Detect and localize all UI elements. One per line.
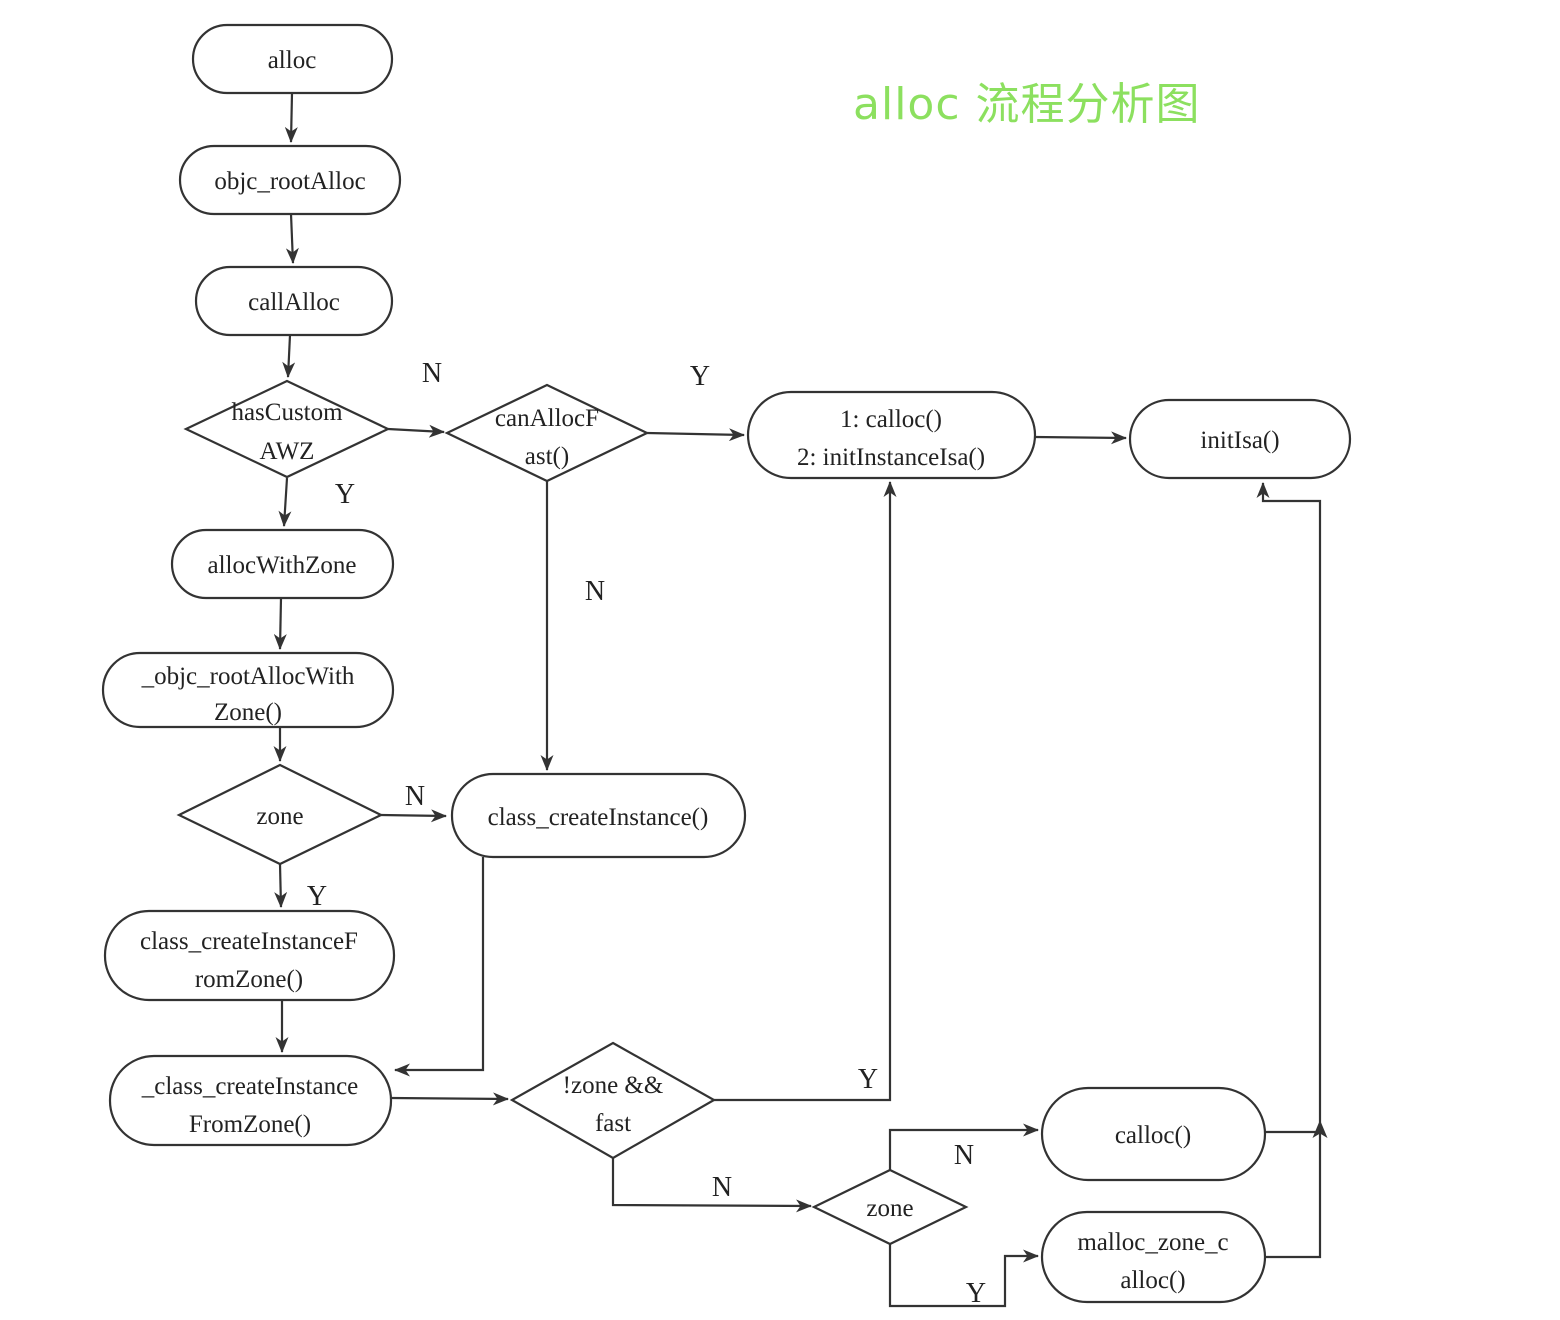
edge-zone-check-2-n-to-calloc [888,1123,1039,1170]
node-class-create-instance-from-zone-shape [103,909,396,1002]
edge-objc-root-alloc-to-call-alloc [285,213,299,264]
node-malloc-zone-calloc: malloc_zone_c alloc() [1040,1210,1267,1304]
node-has-custom-awz: hasCustom AWZ [183,379,391,479]
node-alloc-label: alloc [268,47,317,74]
node-class-create-instance-from-zone-line1: class_createInstanceF [140,928,358,955]
edge-has-custom-awz-y-to-alloc-with-zone [278,477,292,527]
node-can-alloc-fast-shape [444,383,650,483]
edge-zone-check-2-y-to-malloc-zone-calloc [888,1244,1039,1308]
node-has-custom-awz-line2: AWZ [260,438,315,465]
node-calloc-label: calloc() [1115,1122,1191,1149]
node-has-custom-awz-line1: hasCustom [231,399,343,426]
diagram-title: alloc 流程分析图 [853,79,1201,130]
node-calloc-init-instance-isa-shape [746,390,1037,480]
node-objc-root-alloc-label: objc_rootAlloc [214,168,365,195]
node-alloc-shape [191,23,394,95]
edge-label-not-zone-and-fast-n: N [712,1172,732,1203]
node-can-alloc-fast-line2: ast() [525,443,569,470]
node-class-create-instance-label: class_createInstance() [488,804,709,831]
node-alloc: alloc [191,23,394,95]
edge-calloc-init-to-init-isa [1034,431,1127,445]
edge-label-not-zone-and-fast-y: Y [858,1064,878,1095]
node-not-zone-and-fast-line2: fast [595,1110,631,1137]
node-calloc-init-instance-isa: 1: calloc() 2: initInstanceIsa() [746,390,1037,480]
edge-zone-check-n-to-class-create-instance [380,809,447,823]
edge-malloc-zone-calloc-to-init-isa [1256,482,1322,1259]
node-alloc-with-zone: allocWithZone [170,528,395,600]
node-objc-root-alloc: objc_rootAlloc [178,144,402,216]
node-underscore-class-create-instance-from-zone: _class_createInstance FromZone() [108,1054,393,1147]
node-objc-root-alloc-with-zone-line2: Zone() [214,699,282,726]
edge-underscore-from-zone-to-not-zone-and-fast [390,1092,509,1106]
node-zone-check-2-label: zone [866,1195,913,1222]
edge-can-alloc-fast-y-to-calloc-init [646,428,745,442]
edge-label-zone-check-y: Y [307,881,327,912]
node-zone-check-shape [176,763,384,866]
node-calloc-init-instance-isa-line1: 1: calloc() [840,406,942,433]
node-not-zone-and-fast-line1: !zone && [563,1072,664,1099]
edge-label-zone-check-n: N [405,781,425,812]
node-alloc-with-zone-label: allocWithZone [208,552,357,579]
edge-label-can-alloc-fast-n: N [585,576,605,607]
edge-label-has-custom-awz-y: Y [335,479,355,510]
edge-zone-check-y-to-class-create-instance-from-zone [274,863,288,908]
node-call-alloc-shape [194,265,394,337]
node-class-create-instance-from-zone: class_createInstanceF romZone() [103,909,396,1002]
node-has-custom-awz-shape [183,379,391,479]
edge-label-zone-check-2-n: N [954,1140,974,1171]
edge-label-zone-check-2-y: Y [966,1278,986,1309]
node-call-alloc-label: callAlloc [248,289,340,316]
edge-has-custom-awz-n-to-can-alloc-fast [387,424,445,438]
node-malloc-zone-calloc-line1: malloc_zone_c [1077,1229,1228,1256]
edge-label-has-custom-awz-n: N [422,358,442,389]
node-objc-root-alloc-shape [178,144,402,216]
node-underscore-class-create-instance-from-zone-shape [108,1054,393,1147]
node-class-create-instance-shape [450,772,747,859]
edge-class-create-instance-to-underscore-from-zone [394,857,485,1077]
node-not-zone-and-fast: !zone && fast [509,1041,717,1160]
node-calloc-init-instance-isa-line2: 2: initInstanceIsa() [797,444,985,471]
node-zone-check-label: zone [256,803,303,830]
node-objc-root-alloc-with-zone-line1: _objc_rootAllocWith [141,663,355,690]
node-class-create-instance: class_createInstance() [450,772,747,859]
node-call-alloc: callAlloc [194,265,394,337]
node-init-isa-label: initIsa() [1200,427,1279,454]
edge-alloc-with-zone-to-objc-root-alloc-with-zone [273,597,287,650]
node-objc-root-alloc-with-zone: _objc_rootAllocWith Zone() [101,651,395,729]
node-class-create-instance-from-zone-line2: romZone() [195,966,303,993]
node-malloc-zone-calloc-shape [1040,1210,1267,1304]
node-alloc-with-zone-shape [170,528,395,600]
node-zone-check: zone [176,763,384,866]
edge-not-zone-and-fast-y-to-calloc-init [714,481,897,1102]
edge-labels: N Y Y N N Y Y N N Y [307,358,986,1309]
edge-alloc-to-objc-root-alloc [284,92,298,143]
node-zone-check-2: zone [811,1168,969,1246]
node-underscore-class-create-instance-from-zone-line2: FromZone() [189,1111,311,1138]
node-calloc-shape [1040,1086,1267,1182]
node-underscore-class-create-instance-from-zone-line1: _class_createInstance [141,1073,359,1100]
edge-call-alloc-to-has-custom-awz [282,334,296,378]
node-objc-root-alloc-with-zone-shape [101,651,395,729]
node-zone-check-2-shape [811,1168,969,1246]
edge-label-can-alloc-fast-y: Y [690,361,710,392]
node-calloc: calloc() [1040,1086,1267,1182]
node-can-alloc-fast-line1: canAllocF [495,405,599,432]
edge-not-zone-and-fast-n-to-zone-check-2 [611,1158,812,1213]
node-malloc-zone-calloc-line2: alloc() [1120,1267,1185,1294]
merge-up-arrowhead [1312,1120,1328,1138]
node-can-alloc-fast: canAllocF ast() [444,383,650,483]
edges [273,92,1328,1308]
node-init-isa-shape [1128,398,1352,480]
node-not-zone-and-fast-shape [509,1041,717,1160]
node-init-isa: initIsa() [1128,398,1352,480]
